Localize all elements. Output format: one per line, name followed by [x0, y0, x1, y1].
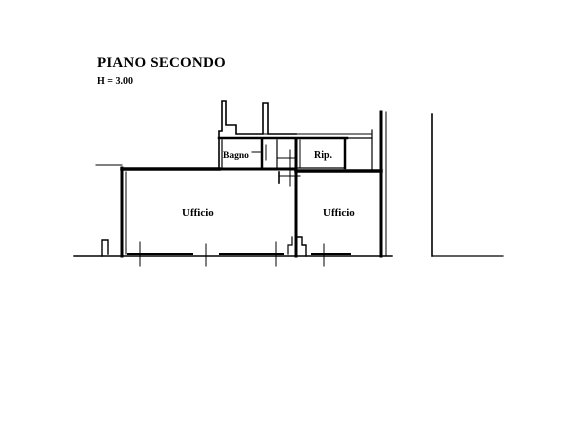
left-stub-wall	[101, 239, 109, 257]
left-office-wall-step	[287, 236, 293, 255]
service-block-outline	[218, 100, 297, 170]
room-label-ripostiglio: Rip.	[314, 150, 333, 161]
plan-title: PIANO SECONDO	[97, 55, 226, 71]
height-note: H = 3.00	[97, 76, 133, 87]
right-office-wall-step	[295, 236, 307, 257]
room-label-ufficio-right: Ufficio	[323, 207, 355, 219]
room-label-bagno: Bagno	[223, 151, 249, 161]
room-label-ufficio-left: Ufficio	[182, 207, 214, 219]
